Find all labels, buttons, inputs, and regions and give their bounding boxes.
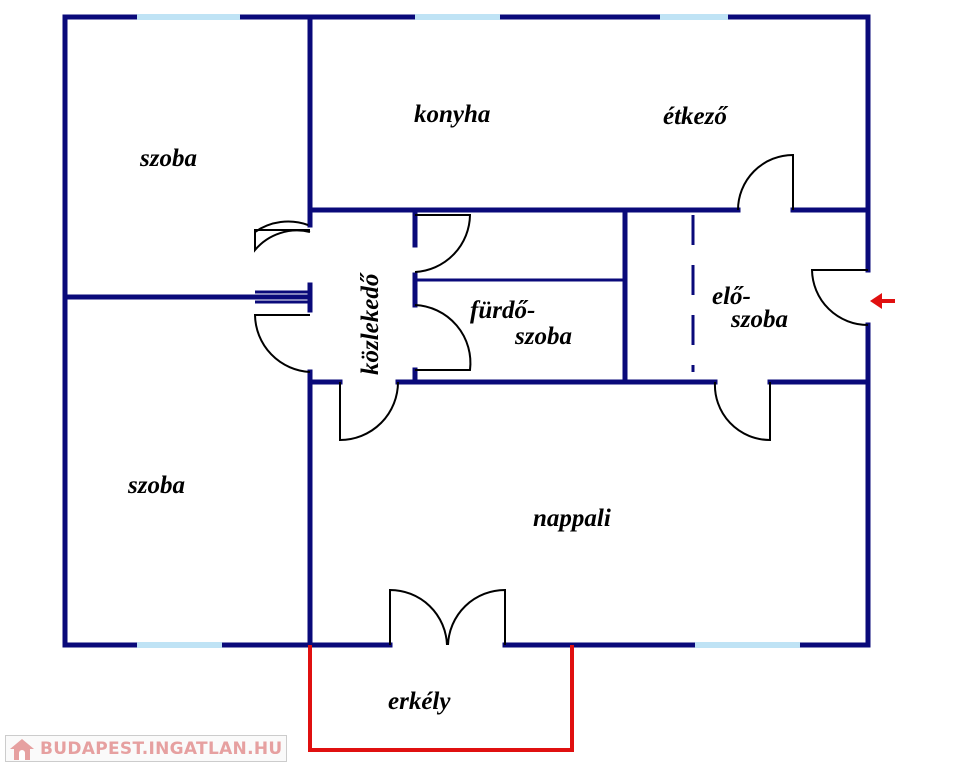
interior-walls — [62, 14, 871, 648]
entry-arrow-icon — [870, 293, 895, 309]
room-label-konyha: konyha — [414, 101, 490, 128]
house-logo-icon — [10, 738, 34, 760]
room-label-elo-2: szoba — [730, 306, 788, 333]
room-label-erkely: erkély — [388, 688, 451, 715]
room-label-etkezo: étkező — [663, 103, 728, 130]
room-label-kozlekedo: közlekedő — [357, 272, 384, 375]
doors — [253, 153, 869, 646]
room-label-nappali: nappali — [533, 505, 611, 532]
watermark-text: BUDAPEST.INGATLAN.HU — [40, 738, 283, 759]
windows — [137, 14, 800, 648]
watermark: BUDAPEST.INGATLAN.HU — [5, 735, 287, 762]
room-label-elo-1: elő- — [712, 283, 751, 310]
room-label-furdo-2: szoba — [514, 323, 572, 350]
room-label-szoba-top: szoba — [139, 145, 197, 172]
room-label-furdo-1: fürdő- — [470, 297, 535, 324]
room-label-szoba-bottom: szoba — [127, 472, 185, 499]
balcony-outline — [308, 645, 574, 752]
